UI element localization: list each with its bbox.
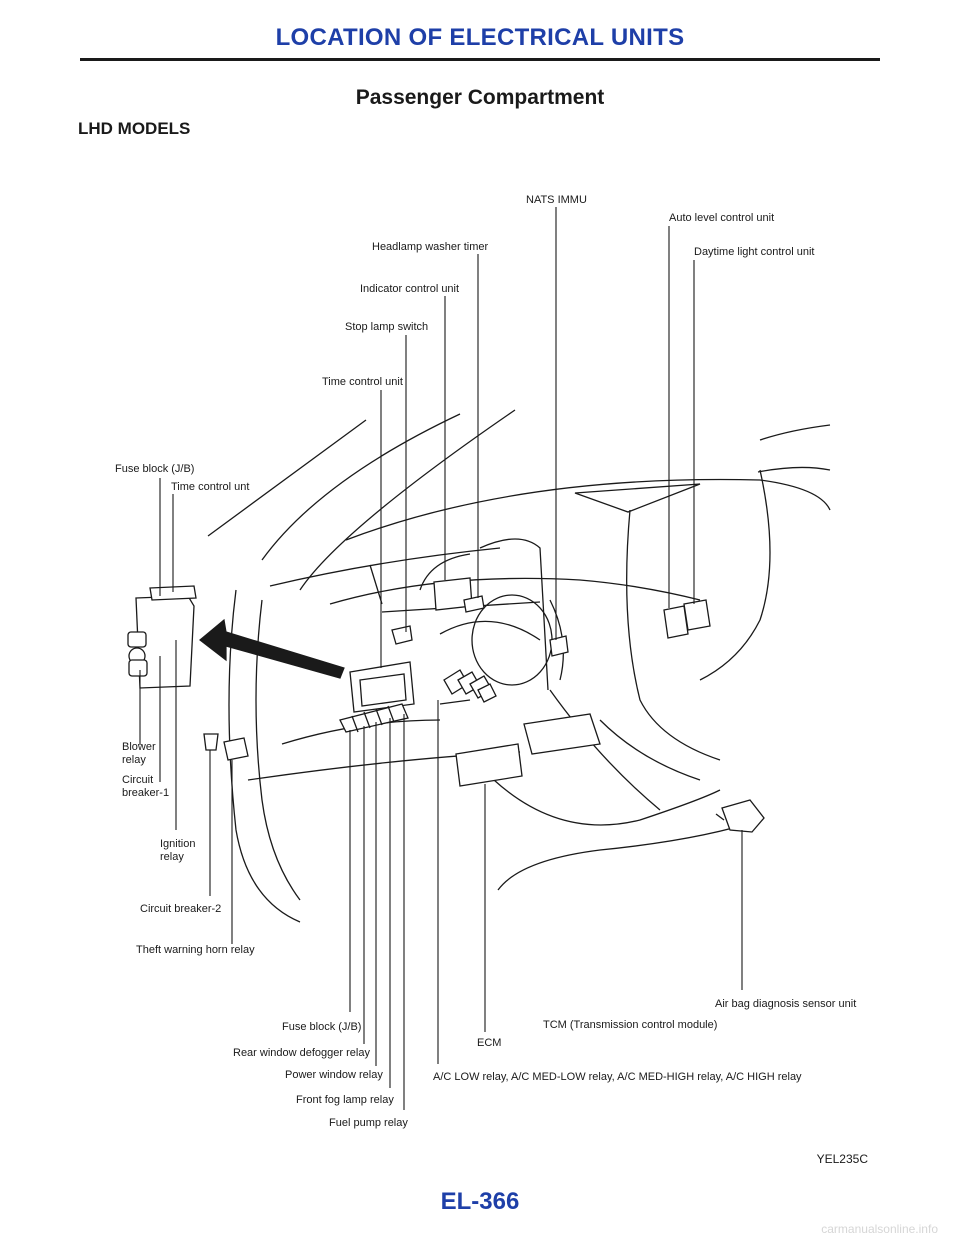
label-indicator-control-unit: Indicator control unit <box>360 283 460 295</box>
pointer-arrow <box>199 618 345 679</box>
label-daytime-light-control-unit: Daytime light control unit <box>694 246 815 258</box>
components <box>127 577 765 833</box>
label-time-control-unt: Time control unt <box>171 481 250 493</box>
label-ignition-relay: Ignition relay <box>160 838 196 863</box>
label-air-bag-diagnosis-sensor-unit: Air bag diagnosis sensor unit <box>715 998 857 1010</box>
section-subtitle: LHD MODELS <box>78 119 191 138</box>
dashboard-outline <box>207 409 831 923</box>
label-fuse-block-bottom: Fuse block (J/B) <box>282 1021 362 1033</box>
label-stop-lamp-switch: Stop lamp switch <box>345 321 429 333</box>
label-circuit-breaker-2: Circuit breaker-2 <box>140 903 222 915</box>
header-section-title: LOCATION OF ELECTRICAL UNITS <box>275 24 685 51</box>
label-nats-immu: NATS IMMU <box>526 194 587 206</box>
page-title: Passenger Compartment <box>355 86 605 109</box>
leader-lines <box>139 207 743 1110</box>
label-front-fog-lamp-relay: Front fog lamp relay <box>296 1094 394 1106</box>
label-headlamp-washer-timer: Headlamp washer timer <box>372 241 489 253</box>
watermark: carmanualsonline.info <box>821 1222 938 1236</box>
label-fuel-pump-relay: Fuel pump relay <box>329 1117 408 1129</box>
label-power-window-relay: Power window relay <box>285 1069 383 1081</box>
label-time-control-unit: Time control unit <box>322 376 403 388</box>
label-auto-level-control-unit: Auto level control unit <box>669 212 775 224</box>
label-circuit-breaker-1: Circuit breaker-1 <box>122 774 170 799</box>
label-rear-window-defogger-relay: Rear window defogger relay <box>233 1047 370 1059</box>
label-ac-relays: A/C LOW relay, A/C MED-LOW relay, A/C ME… <box>433 1071 802 1083</box>
label-fuse-block-top: Fuse block (J/B) <box>115 463 195 475</box>
label-ecm: ECM <box>477 1037 502 1049</box>
label-blower-relay: Blower relay <box>122 741 156 766</box>
figure-id: YEL235C <box>816 1152 868 1166</box>
page-number: EL-366 <box>440 1188 520 1215</box>
header-rule <box>80 58 880 61</box>
label-theft-warning-horn-relay: Theft warning horn relay <box>136 944 255 956</box>
label-tcm: TCM (Transmission control module) <box>543 1019 718 1031</box>
